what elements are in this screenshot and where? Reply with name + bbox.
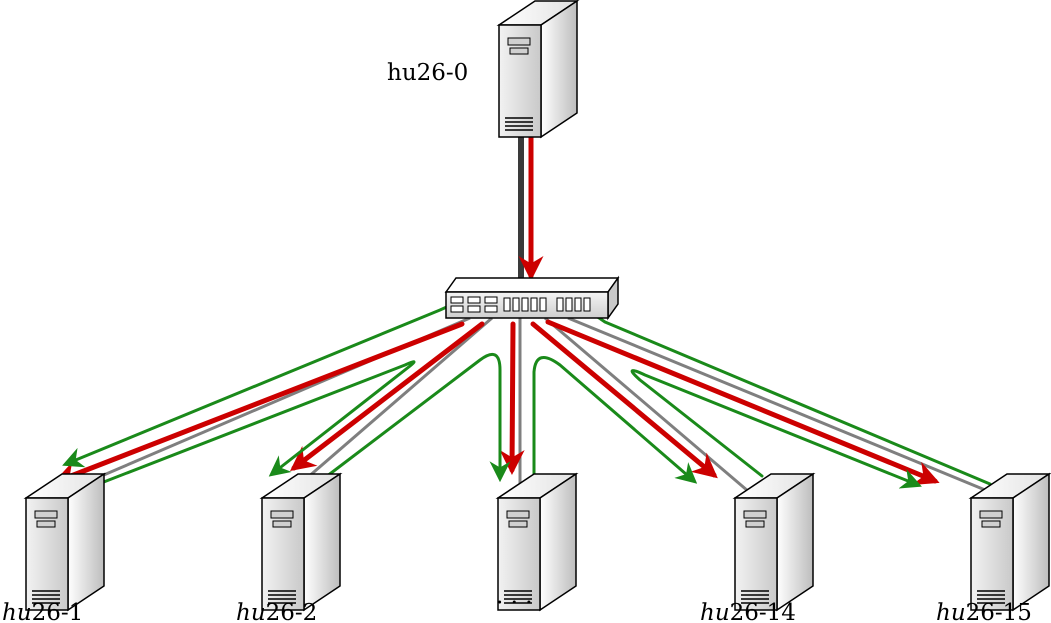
request-arrows [53, 115, 940, 486]
server-drive-bay [34, 510, 58, 519]
label-node-hu26-2: hu26-2 [236, 600, 317, 623]
server-drive-bay [272, 520, 292, 528]
cable-hu26-2 [284, 316, 493, 499]
label-root: hu26-0 [387, 60, 468, 86]
cable-hu26-14 [544, 316, 756, 499]
server-side-face [1012, 472, 1050, 612]
response-arrow-hu26-1 [62, 290, 992, 486]
request-arrow-hu26-14 [530, 321, 718, 479]
response-arrow-middle [312, 352, 511, 488]
request-arrow-hu26-1 [53, 321, 465, 486]
server-drive-bay [270, 510, 294, 519]
label-node-hu26-14: hu26-14 [700, 600, 796, 623]
server-drive-bay [745, 520, 765, 528]
server-side-face [539, 472, 577, 612]
labels: hu26-0 hu26-1 hu26-2 · · · hu26-14 hu26-… [2, 60, 1032, 623]
label-node-ellipsis: · · · [496, 590, 533, 616]
request-arrow-hu26-2 [290, 321, 485, 472]
request-arrow-middle [499, 321, 525, 475]
server-drive-bay [508, 520, 528, 528]
switch-top [444, 277, 620, 293]
server-hu26-14 [732, 472, 816, 612]
server-hu26-2 [259, 472, 343, 612]
label-node-hu26-15: hu26-15 [936, 600, 1032, 623]
server-drive-bay [509, 47, 529, 55]
request-arrow-hu26-15 [545, 319, 940, 485]
response-arrow-hu26-15 [630, 369, 922, 489]
server-side-face [67, 472, 105, 612]
switch-ports [450, 296, 591, 313]
label-node-hu26-1: hu26-1 [2, 600, 83, 623]
server-side-face [540, 0, 578, 139]
server-middle [495, 472, 579, 612]
server-drive-bay [506, 510, 530, 519]
server-drive-bay [743, 510, 767, 519]
network-switch [444, 275, 620, 321]
response-arrow-hu26-14 [532, 356, 698, 484]
response-arrow-hu26-2 [94, 360, 416, 487]
server-drive-bay [507, 37, 531, 46]
server-side-face [776, 472, 814, 612]
server-hu26-1 [23, 472, 107, 612]
server-drive-bay [979, 510, 1003, 519]
server-hu26-15 [968, 472, 1051, 612]
servers [23, 0, 1051, 612]
server-hu26-0 [496, 0, 580, 139]
response-arrows [62, 290, 992, 489]
server-drive-bay [36, 520, 56, 528]
server-drive-bay [981, 520, 1001, 528]
server-side-face [303, 472, 341, 612]
